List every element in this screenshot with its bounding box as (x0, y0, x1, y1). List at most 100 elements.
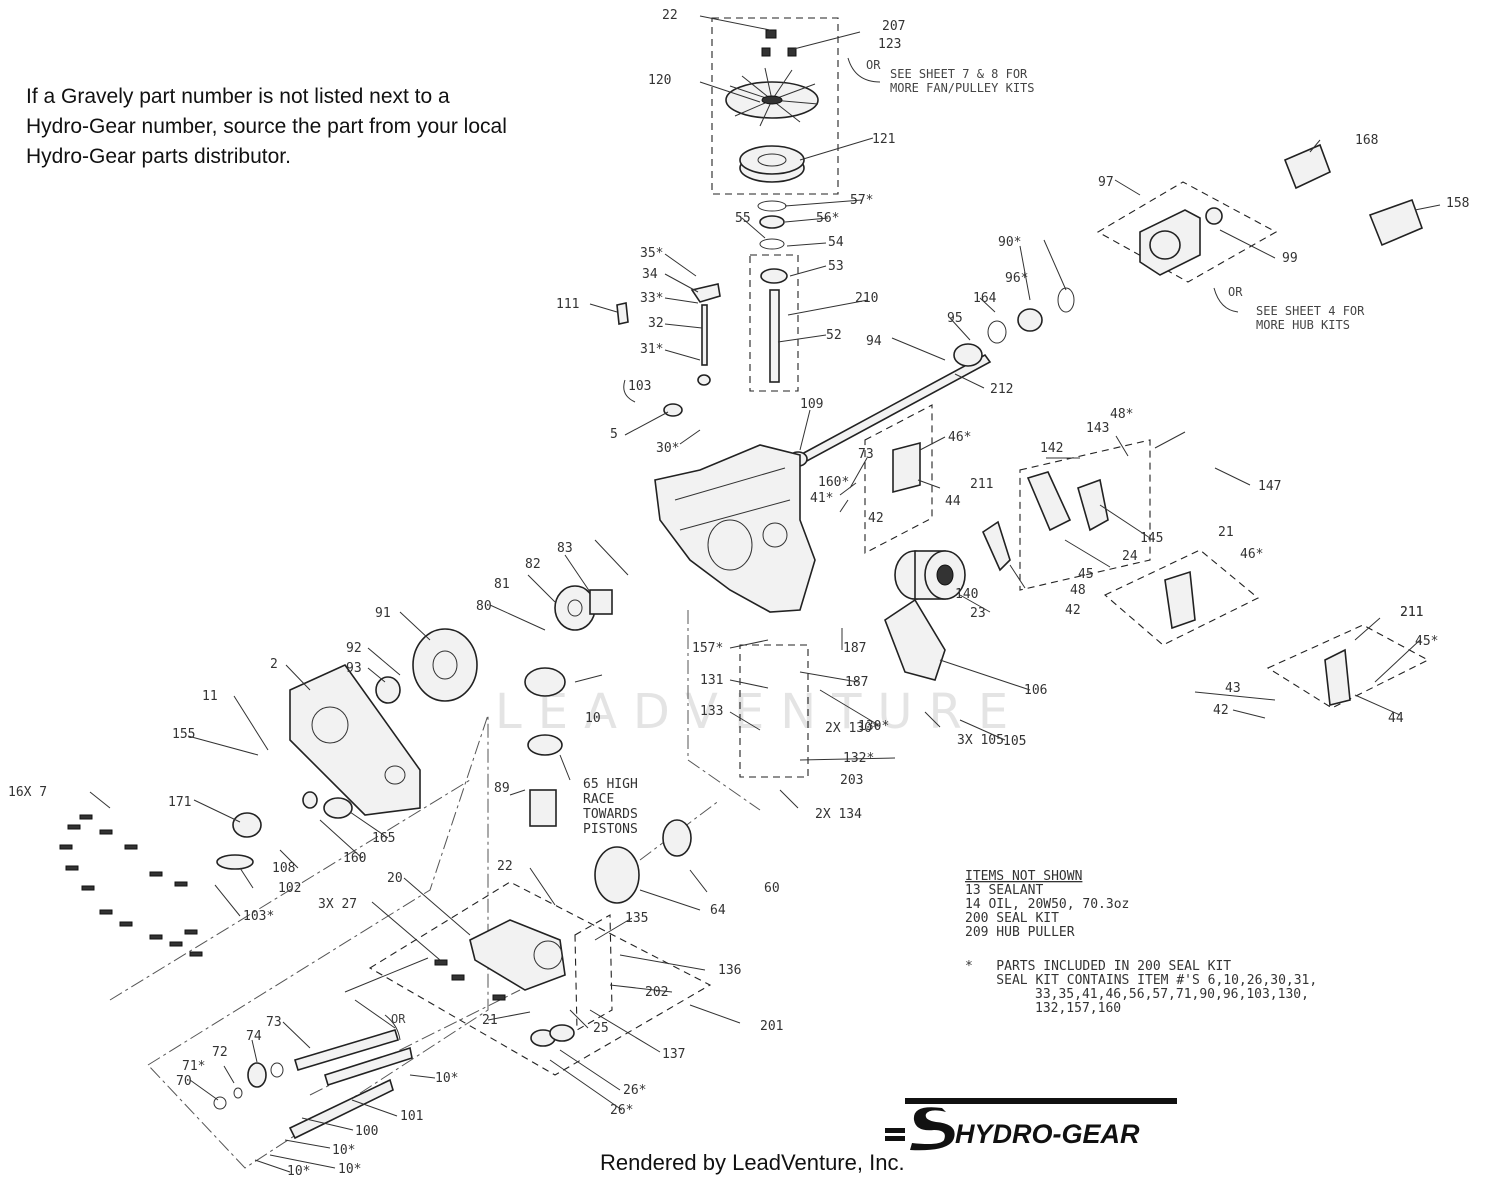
seal-kit-line: SEAL KIT CONTAINS ITEM #'S 6,10,26,30,31… (965, 973, 1317, 988)
oil-filter (894, 550, 966, 600)
part-label: 94 (866, 334, 882, 349)
guide-line-1 (147, 714, 489, 1169)
part-label: 211 (970, 477, 993, 492)
part-label: 54 (828, 235, 844, 250)
part-label: 33* (640, 291, 663, 306)
part-label: 2 (270, 657, 278, 672)
guide-line-4 (109, 779, 471, 1001)
seal-kit-line: 132,157,160 (1035, 1001, 1121, 1016)
part-label: 92 (346, 641, 362, 656)
part-label: 81 (494, 577, 510, 592)
part-label: 16X 7 (8, 785, 47, 800)
part-label: 46* (948, 430, 971, 445)
items-not-shown-line: 13 SEALANT (965, 883, 1043, 898)
part-label: 72 (212, 1045, 228, 1060)
part-labels: 22 207 123 120 121 57* 56* 55 54 53 210 … (8, 8, 1469, 1179)
part-label: 133 (700, 704, 723, 719)
part-label: 109 (800, 397, 823, 412)
part-label: 46* (1240, 547, 1263, 562)
part-label: 147 (1258, 479, 1281, 494)
part-label: 168 (1355, 133, 1378, 148)
pulley (739, 145, 805, 183)
part-label: 10* (338, 1162, 361, 1177)
part-label: 187 (845, 675, 868, 690)
part-label: 48* (1110, 407, 1133, 422)
items-not-shown-line: 14 OIL, 20W50, 70.3oz (965, 897, 1129, 912)
part-label: 90* (998, 235, 1021, 250)
part-label: 137 (662, 1047, 685, 1062)
part-label: 45* (1415, 634, 1438, 649)
group-boxes (109, 17, 1430, 1169)
part-label: 73 (266, 1015, 282, 1030)
rendered-by-footer: Rendered by LeadVenture, Inc. (600, 1150, 905, 1175)
part-label: 64 (710, 903, 726, 918)
part-label: 10* (435, 1071, 458, 1086)
part-label: 121 (872, 132, 895, 147)
part-label: 164 (973, 291, 997, 306)
pin-box (574, 914, 613, 1031)
guide-line-2 (309, 989, 521, 1096)
part-label: 41* (810, 491, 833, 506)
input-shaft-box (749, 254, 799, 392)
part-label: 123 (878, 37, 901, 52)
part-label: 171 (168, 795, 191, 810)
part-label: 102 (278, 881, 301, 896)
part-label: 143 (1086, 421, 1109, 436)
part-label: 160 (343, 851, 366, 866)
part-label: 44 (945, 494, 961, 509)
part-label: 89 (494, 781, 510, 796)
gears (375, 585, 613, 704)
part-label: 44 (1388, 711, 1404, 726)
part-label: 212 (990, 382, 1013, 397)
part-label: 3X 27 (318, 897, 357, 912)
part-label: 207 (882, 19, 905, 34)
leader-lines (89, 15, 1441, 1173)
items-not-shown: ITEMS NOT SHOWN 13 SEALANT 14 OIL, 20W50… (965, 869, 1129, 940)
center-section (469, 919, 566, 991)
part-label: 60 (764, 881, 780, 896)
part-label: 48 (1070, 583, 1086, 598)
fan-kit-note: SEE SHEET 7 & 8 FOR (890, 67, 1028, 81)
part-label: 11 (202, 689, 218, 704)
part-label: 24 (1122, 549, 1138, 564)
bracket-box-3 (1104, 549, 1260, 646)
part-label: 42 (1065, 603, 1081, 618)
part-label: 42 (1213, 703, 1229, 718)
fan-kit-box (711, 17, 839, 195)
part-label: 202 (645, 985, 668, 1000)
part-label: 57* (850, 193, 873, 208)
part-label: 108 (272, 861, 295, 876)
fan-kit-note-2: MORE FAN/PULLEY KITS (890, 81, 1035, 95)
part-label: 20 (387, 871, 403, 886)
race-note-2: RACE (583, 792, 614, 807)
part-label: 21 (482, 1013, 498, 1028)
hub-kit-note: SEE SHEET 4 FOR (1256, 304, 1365, 318)
center-section-box (368, 881, 712, 1076)
part-label: 100 (355, 1124, 378, 1139)
part-label: 111 (556, 297, 579, 312)
part-label: 157* (692, 641, 723, 656)
side-cover (289, 663, 421, 816)
rotation-arrow (384, 1014, 401, 1041)
callout-or: OR (1228, 285, 1243, 299)
part-label: 201 (760, 1019, 783, 1034)
bracket-box-1 (864, 404, 933, 554)
valve-box (739, 644, 809, 778)
part-label: 130* (858, 719, 889, 734)
main-housing (654, 444, 816, 613)
part-label: 155 (172, 727, 195, 742)
part-label: 140 (955, 587, 978, 602)
part-label: 131 (700, 673, 723, 688)
part-label: 83 (557, 541, 573, 556)
part-label: 158 (1446, 196, 1469, 211)
part-label: 22 (662, 8, 678, 23)
part-label: 95 (947, 311, 963, 326)
race-note-4: PISTONS (583, 822, 638, 837)
part-label: 97 (1098, 175, 1114, 190)
part-label: 25 (593, 1021, 609, 1036)
part-label: 132* (843, 751, 874, 766)
items-not-shown-line: 200 SEAL KIT (965, 911, 1059, 926)
part-label: 120 (648, 73, 671, 88)
part-label: 23 (970, 606, 986, 621)
